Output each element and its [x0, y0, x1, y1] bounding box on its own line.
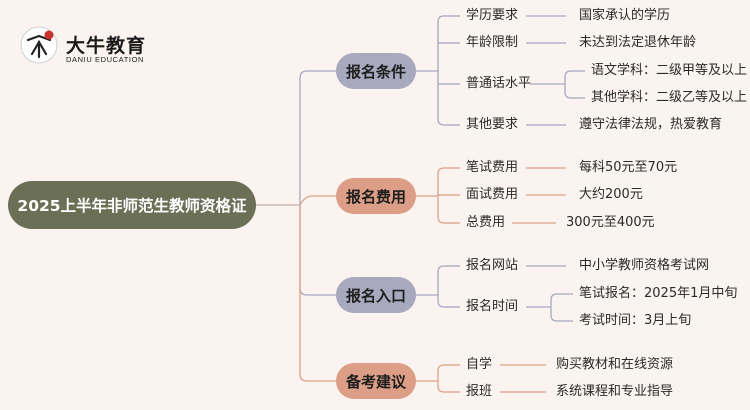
cat0-elbow-3	[437, 118, 445, 126]
item-total-fee: 总费用	[466, 215, 506, 230]
logo-title: 大牛教育	[66, 35, 147, 57]
cat1-elbow-2	[437, 216, 445, 224]
root-link-cat3	[299, 205, 336, 382]
value-exam-date: 考试时间：3月上旬	[579, 313, 692, 328]
value-written-exam-fee: 每科50元至70元	[579, 160, 678, 175]
root-node: 2025上半年非师范生教师资格证	[8, 181, 256, 229]
category-node-exam-prep-advice: 备考建议	[336, 363, 416, 399]
value-mandarin-other-subjects: 其他学科：二级乙等及以上	[591, 90, 748, 105]
item-education-requirement: 学历要求	[466, 8, 519, 23]
category-node-registration-entry: 报名入口	[336, 277, 416, 313]
item-age-limit: 年龄限制	[466, 35, 519, 50]
value-self-study: 购买教材和在线资源	[556, 357, 674, 372]
value-training-class: 系统课程和专业指导	[556, 384, 674, 399]
item-other-requirements: 其他要求	[466, 117, 519, 132]
value-education-requirement: 国家承认的学历	[579, 8, 671, 23]
value-registration-website: 中小学教师资格考试网	[579, 258, 710, 273]
value-other-requirements: 遵守法律法规，热爱教育	[579, 117, 723, 132]
cat2-elbow-1	[437, 300, 445, 308]
cat2-time-upper	[550, 293, 573, 307]
cat0-mandarin-upper	[564, 70, 585, 84]
item-written-exam-fee: 笔试费用	[466, 160, 519, 175]
category-node-registration-fees: 报名费用	[336, 178, 416, 214]
value-interview-fee: 大约200元	[579, 187, 643, 202]
cat0-elbow-0	[437, 15, 445, 23]
cat3-elbow-1	[437, 385, 445, 393]
root-link-cat1	[299, 195, 336, 206]
cat1-elbow-0	[437, 167, 445, 175]
item-registration-website: 报名网站	[466, 258, 519, 273]
logo-subtitle: DANIU EDUCATION	[66, 55, 145, 64]
item-mandarin-level: 普通话水平	[466, 76, 532, 91]
value-total-fee: 300元至400元	[566, 215, 655, 230]
item-registration-time: 报名时间	[466, 299, 519, 314]
value-age-limit: 未达到法定退休年龄	[579, 35, 697, 50]
item-interview-fee: 面试费用	[466, 187, 519, 202]
logo-badge-icon	[20, 26, 58, 64]
category-node-registration-conditions: 报名条件	[336, 53, 416, 89]
root-link-cat2	[299, 205, 336, 296]
value-written-registration-date: 笔试报名：2025年1月中旬	[579, 286, 738, 301]
cat3-elbow-0	[437, 364, 445, 372]
cat2-time-lower	[550, 307, 573, 322]
cat2-elbow-0	[437, 265, 445, 273]
root-link-cat0	[299, 70, 336, 205]
item-self-study: 自学	[466, 357, 493, 372]
item-training-class: 报班	[466, 384, 493, 399]
cat0-mandarin-lower	[564, 84, 585, 99]
value-mandarin-chinese-subject: 语文学科：二级甲等及以上	[591, 63, 748, 78]
